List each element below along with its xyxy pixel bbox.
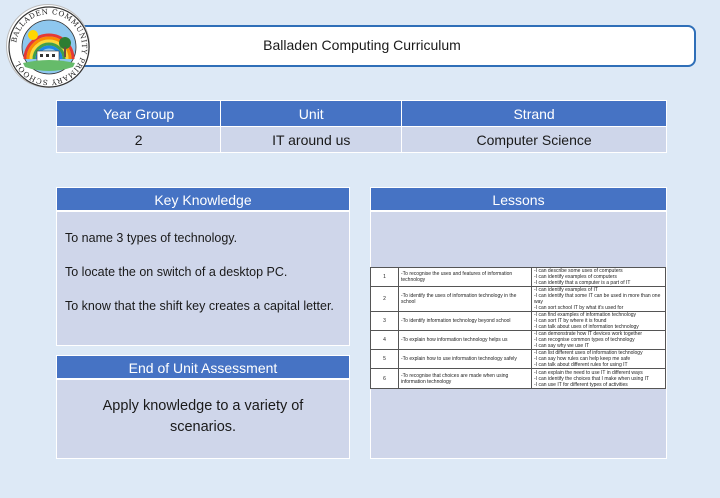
statement: -I can sort IT by where it is found [534, 318, 607, 324]
lesson-objective: -To explain how information technology h… [398, 330, 532, 350]
lesson-row: 1 -To recognise the uses and features of… [370, 267, 666, 287]
statement: -I can recognise common types of technol… [534, 337, 635, 343]
statement: -I can list different uses of informatio… [534, 350, 643, 356]
lesson-statements: -I can identify examples of IT -I can id… [531, 286, 666, 312]
statement: -I can identify the choices that I make … [534, 375, 650, 382]
lesson-objective: -To recognise the uses and features of i… [398, 267, 532, 287]
statement: -I can demonstrate how IT devices work t… [534, 331, 643, 337]
knowledge-item: To name 3 types of technology. [65, 231, 238, 245]
title-bar: Balladen Computing Curriculum [28, 25, 696, 67]
statement: -I can describe some uses of computers [534, 268, 623, 274]
unit-value: IT around us [220, 126, 403, 153]
lesson-number: 3 [370, 311, 399, 331]
lesson-number: 2 [370, 286, 399, 312]
key-knowledge-heading: Key Knowledge [56, 187, 350, 211]
statement: -I can sort school IT by what it's used … [534, 305, 624, 311]
lesson-objective: -To identify the uses of information tec… [398, 286, 532, 312]
school-logo: BALLADEN COMMUNITY PRIMARY SCHOOL [6, 4, 90, 88]
unit-header: Unit [220, 100, 403, 127]
lesson-row: 5 -To explain how to use information tec… [370, 349, 666, 369]
statement: -I can say why we use IT [534, 343, 590, 349]
lesson-statements: -I can find examples of information tech… [531, 311, 666, 331]
statement: -I can identify examples of IT [534, 287, 598, 293]
lesson-objective: -To recognise that choices are made when… [398, 368, 532, 389]
lesson-objective: -To identify information technology beyo… [398, 311, 532, 331]
assessment-panel: Apply knowledge to a variety of scenario… [56, 379, 350, 459]
strand-header: Strand [401, 100, 667, 127]
statement: -I can identify examples of computers [534, 274, 617, 280]
assessment-text: Apply knowledge to a variety of scenario… [102, 398, 304, 435]
unit-info-table: Year Group Unit Strand 2 IT around us Co… [55, 100, 667, 153]
assessment-heading: End of Unit Assessment [56, 355, 350, 379]
knowledge-item: To locate the on switch of a desktop PC. [65, 265, 288, 279]
lesson-row: 4 -To explain how information technology… [370, 330, 666, 350]
lesson-statements: -I can describe some uses of computers -… [531, 267, 666, 287]
lesson-number: 6 [370, 368, 399, 389]
year-group-value: 2 [55, 126, 222, 153]
statement: -I can talk about uses of information te… [534, 324, 639, 330]
statement: -I can identify that some IT can be used… [534, 293, 661, 305]
lesson-number: 1 [370, 267, 399, 287]
knowledge-item: To know that the shift key creates a cap… [65, 299, 334, 313]
lesson-number: 5 [370, 349, 399, 369]
lesson-statements: -I can demonstrate how IT devices work t… [531, 330, 666, 350]
key-knowledge-panel: To name 3 types of technology. To locate… [56, 211, 350, 346]
page-title: Balladen Computing Curriculum [263, 37, 461, 53]
lesson-statements: -I can list different uses of informatio… [531, 349, 666, 369]
statement: -I can identify that a computer is a par… [534, 280, 631, 286]
statement: -I can say how rules can help keep me sa… [534, 356, 631, 362]
strand-value: Computer Science [401, 126, 667, 153]
statement: -I can talk about different rules for us… [534, 362, 628, 368]
lesson-row: 6 -To recognise that choices are made wh… [370, 368, 666, 389]
statement: -I can find examples of information tech… [534, 312, 636, 318]
lesson-row: 2 -To identify the uses of information t… [370, 286, 666, 312]
lesson-row: 3 -To identify information technology be… [370, 311, 666, 331]
lessons-heading: Lessons [370, 187, 667, 211]
lesson-statements: -I can explain the need to use IT in dif… [531, 368, 666, 389]
year-group-header: Year Group [55, 100, 222, 127]
lessons-table: 1 -To recognise the uses and features of… [370, 267, 666, 389]
lesson-number: 4 [370, 330, 399, 350]
lesson-objective: -To explain how to use information techn… [398, 349, 532, 369]
statement: -I can use IT for different types of act… [534, 381, 628, 388]
statement: -I can explain the need to use IT in dif… [534, 369, 643, 376]
